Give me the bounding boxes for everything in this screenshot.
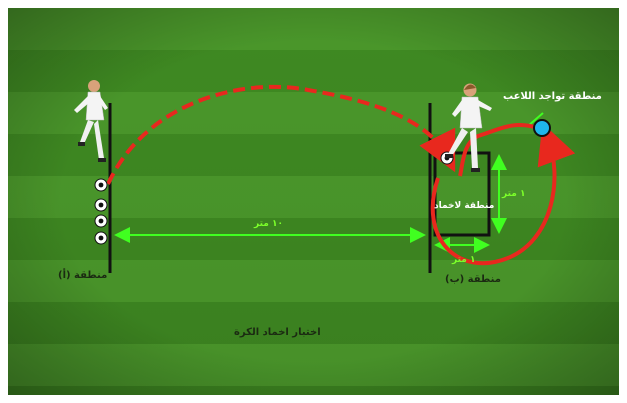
- test-title: اختبار اخماد الكرة: [234, 327, 321, 338]
- soccer-field-diagram: منطقة تواجد اللاعب منطقة لاخماد ١٠ متر ١…: [8, 8, 619, 395]
- soccer-ball-icon: [94, 198, 108, 212]
- distance-box-side-label: ١ متر: [502, 189, 526, 199]
- balls-stack: [94, 178, 108, 245]
- run-path-loop: [430, 123, 576, 266]
- run-path-in: [458, 123, 539, 177]
- soccer-ball-icon: [94, 178, 108, 192]
- zone-a-label: منطقة (أ): [58, 270, 108, 281]
- distance-long-label: ١٠ متر: [254, 219, 283, 229]
- player-marker-icon: [533, 119, 551, 137]
- player-b-figure: [445, 83, 492, 172]
- player-zone-label: منطقة تواجد اللاعب: [503, 91, 602, 102]
- marker-pointer: [527, 112, 544, 127]
- field-drawing: [8, 8, 619, 395]
- pass-arc: [106, 84, 456, 185]
- player-a-figure: [74, 80, 108, 162]
- zone-b-label: منطقة (ب): [445, 274, 501, 285]
- distance-box-bottom-label: ١ متر: [452, 255, 476, 265]
- soccer-ball-icon: [94, 214, 108, 228]
- control-zone-label: منطقة لاخماد: [434, 201, 495, 211]
- soccer-ball-icon: [94, 231, 108, 245]
